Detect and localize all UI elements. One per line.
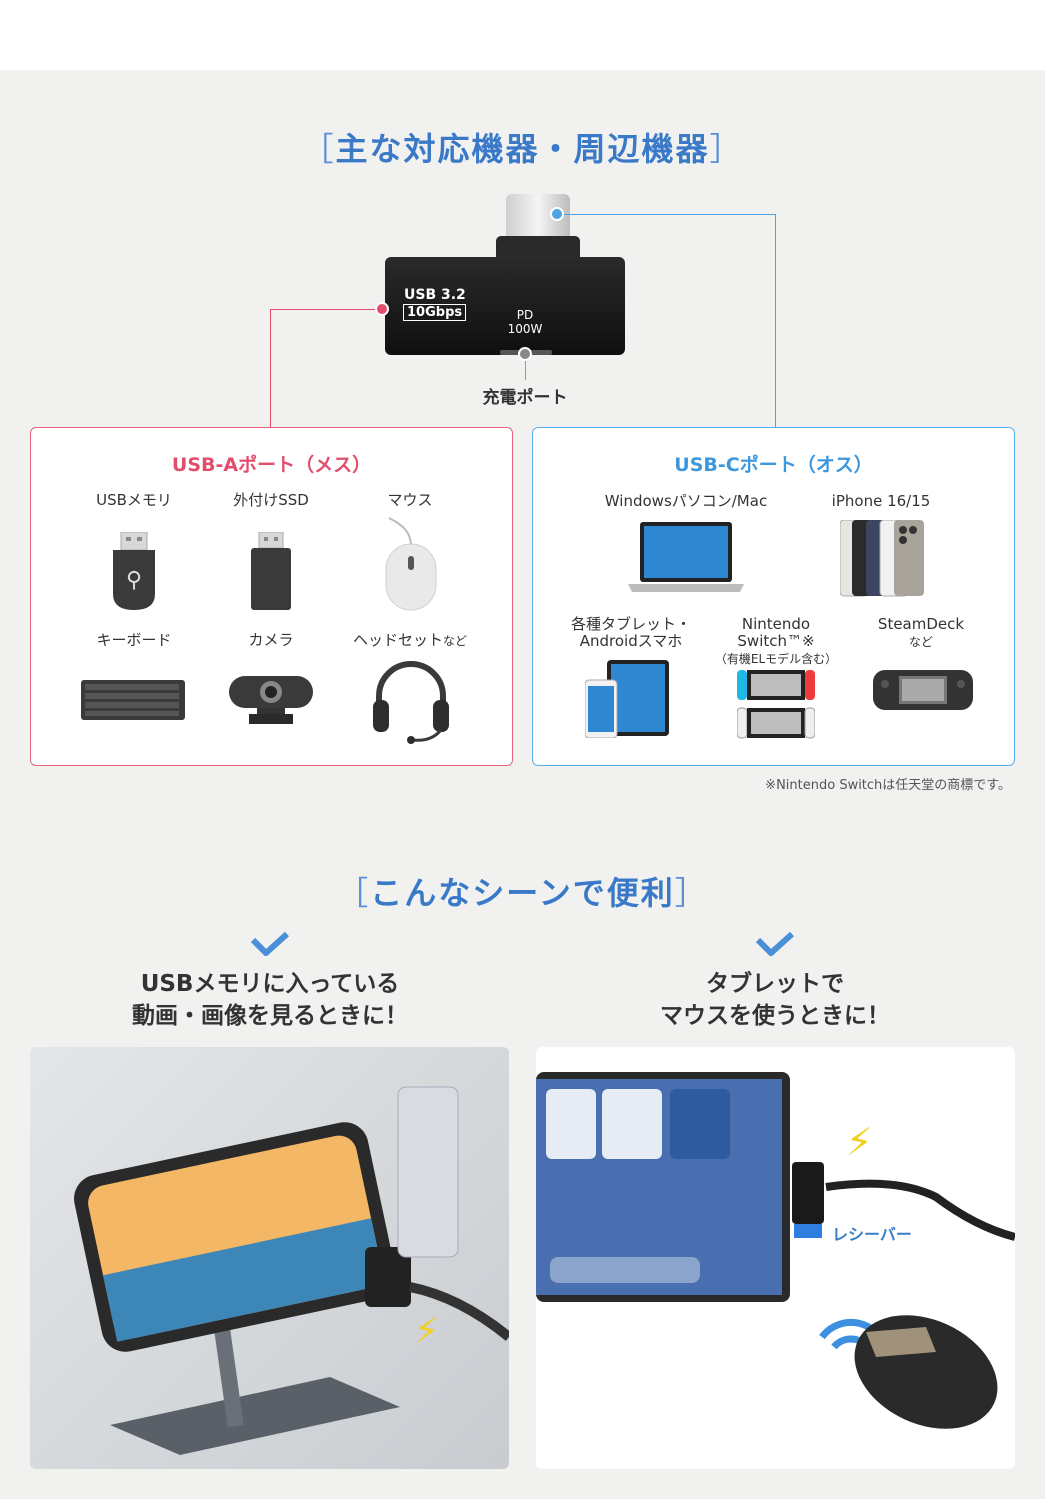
mouse-icon bbox=[381, 516, 441, 616]
phone-stand-illustration: ⚡ bbox=[74, 1086, 509, 1455]
device-label: マウス bbox=[387, 491, 433, 509]
device-label: カメラ bbox=[248, 631, 294, 649]
connector-line-charge bbox=[525, 356, 526, 380]
device-tablet: 各種タブレット・Androidスマホ bbox=[551, 616, 711, 650]
charge-port-marker bbox=[518, 347, 532, 361]
scene-2-photo: ⚡ レシーバー bbox=[536, 1047, 1015, 1469]
adapter-gbps-text: 10Gbps bbox=[403, 304, 467, 321]
svg-text:⚲: ⚲ bbox=[126, 568, 142, 593]
keyboard-icon bbox=[81, 680, 185, 724]
device-label: 各種タブレット・Androidスマホ bbox=[570, 615, 691, 650]
device-usb-memory: USBメモリ bbox=[64, 492, 204, 509]
iphone-icon bbox=[839, 519, 924, 602]
device-label: 外付けSSD bbox=[233, 491, 309, 509]
headset-icon bbox=[371, 656, 451, 748]
receiver-label: レシーバー bbox=[832, 1225, 912, 1244]
scene-1-text: USBメモリに入っている動画・画像を見るときに！ bbox=[132, 971, 408, 1029]
charge-port-label: 充電ポート bbox=[482, 388, 568, 408]
adapter-body bbox=[385, 257, 625, 355]
device-external-ssd: 外付けSSD bbox=[201, 492, 341, 509]
device-headset: ヘッドセットなど bbox=[340, 632, 480, 650]
device-mouse: マウス bbox=[340, 492, 480, 509]
section-title-scenes: ［こんなシーンで便利］ bbox=[336, 874, 709, 912]
usb-c-title: USB-Cポート（オス） bbox=[674, 454, 873, 476]
device-label: iPhone 16/15 bbox=[831, 492, 931, 510]
plug-base bbox=[496, 236, 580, 260]
connector-line-red-vertical bbox=[270, 309, 271, 427]
device-pc: Windowsパソコン/Mac bbox=[586, 493, 786, 510]
laptop-icon bbox=[628, 522, 744, 596]
check-icon bbox=[250, 932, 290, 956]
connector-line-blue-vertical bbox=[775, 214, 776, 427]
connector-line-blue bbox=[563, 214, 775, 215]
usb-a-title: USB-Aポート（メス） bbox=[171, 454, 372, 476]
scene-1-photo: ⚡ bbox=[30, 1047, 509, 1469]
svg-text:⚡: ⚡ bbox=[414, 1311, 439, 1352]
usb-c-panel: USB-Cポート（オス） Windowsパソコン/Mac iPhone 16/1… bbox=[532, 427, 1015, 766]
adapter-usb-text: USB 3.2 bbox=[404, 287, 466, 303]
trademark-note: ※Nintendo Switchは任天堂の商標です。 bbox=[765, 778, 1011, 793]
check-icon bbox=[755, 932, 795, 956]
tablet-icon bbox=[584, 660, 669, 742]
section-title-devices: ［主な対応機器・周辺機器］ bbox=[301, 130, 744, 168]
device-iphone: iPhone 16/15 bbox=[811, 493, 951, 510]
device-label: Windowsパソコン/Mac bbox=[604, 492, 768, 510]
svg-text:⚡: ⚡ bbox=[846, 1120, 873, 1164]
scene-2-text: タブレットでマウスを使うときに！ bbox=[660, 971, 890, 1029]
device-label: キーボード bbox=[96, 631, 172, 649]
usb-a-panel: USB-Aポート（メス） USBメモリ ⚲ 外付けSSD マウス キーボード カ… bbox=[30, 427, 513, 766]
connector-line-red bbox=[270, 309, 382, 310]
switch-icon bbox=[736, 668, 816, 744]
device-label: ヘッドセットなど bbox=[352, 631, 468, 649]
steamdeck-icon bbox=[873, 668, 973, 716]
tablet-mouse-illustration: ⚡ bbox=[536, 1072, 1015, 1429]
device-camera: カメラ bbox=[201, 632, 341, 649]
usb-a-port-marker bbox=[375, 302, 389, 316]
device-label: USBメモリ bbox=[96, 491, 172, 509]
usb-c-port-marker bbox=[550, 207, 564, 221]
webcam-icon bbox=[227, 672, 315, 732]
external-ssd-icon bbox=[248, 531, 294, 616]
device-keyboard: キーボード bbox=[64, 632, 204, 649]
usb-memory-icon: ⚲ bbox=[109, 531, 159, 616]
